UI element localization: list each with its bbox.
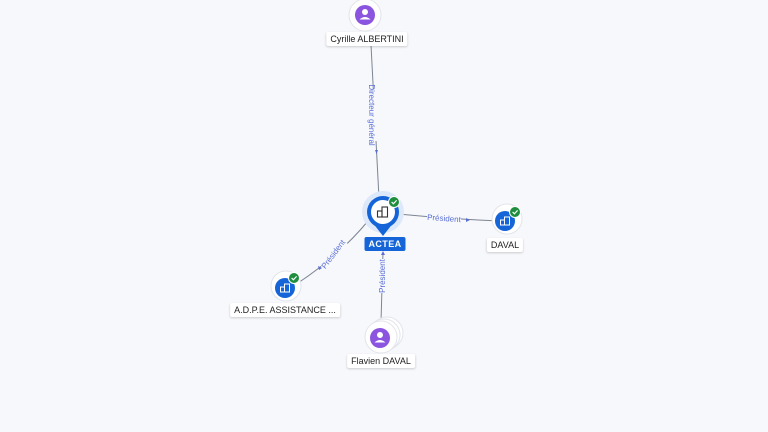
node-label-albertini[interactable]: Cyrille ALBERTINI — [326, 32, 408, 46]
node-albertini[interactable] — [348, 0, 382, 32]
arrow-icon — [466, 218, 470, 222]
edge-label-flavien-actea: Président — [378, 258, 387, 293]
node-adpe[interactable] — [270, 270, 302, 302]
arrow-icon — [375, 150, 378, 154]
arrow-icon — [318, 266, 322, 270]
verified-badge-icon — [288, 272, 300, 284]
edge-label-albertini-actea: Directeur général — [367, 84, 376, 146]
person-icon — [359, 9, 371, 20]
edge-label-actea-daval: Président — [427, 213, 462, 224]
building-icon — [376, 206, 389, 218]
verified-badge-icon — [388, 196, 400, 208]
edge-label-adpe-actea: Président — [320, 237, 348, 270]
node-label-daval[interactable]: DAVAL — [486, 238, 524, 252]
node-flavien[interactable] — [364, 316, 404, 354]
node-daval[interactable] — [491, 203, 523, 235]
verified-badge-icon — [509, 206, 521, 218]
edges — [297, 44, 501, 323]
node-label-actea[interactable]: ACTEA — [364, 237, 406, 251]
node-actea[interactable] — [362, 191, 404, 236]
building-icon — [500, 216, 510, 226]
edge-labels: Directeur général Président Président Pr… — [317, 84, 470, 293]
node-label-adpe[interactable]: A.D.P.E. ASSISTANCE ... — [230, 303, 340, 317]
building-icon — [280, 283, 290, 293]
node-label-flavien[interactable]: Flavien DAVAL — [347, 354, 415, 368]
arrow-icon — [381, 251, 385, 255]
person-icon — [374, 332, 386, 343]
